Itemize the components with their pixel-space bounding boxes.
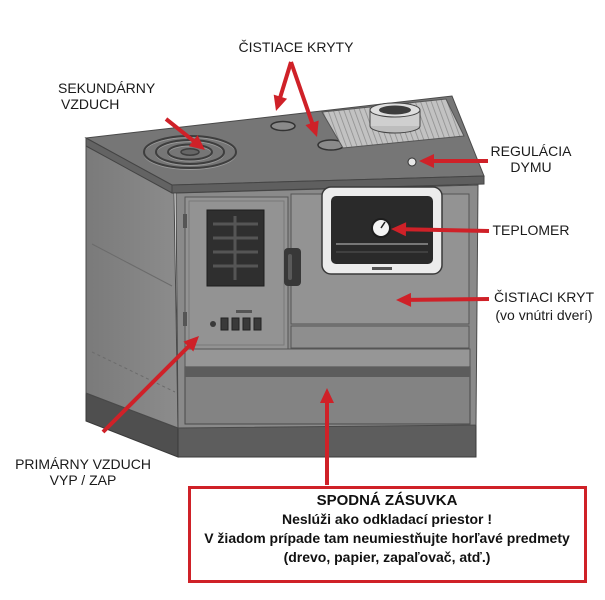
firebox-hinge: [183, 312, 187, 326]
arrow-cleaning-covers-left: [273, 61, 293, 111]
arrow-primary-air-head: [183, 336, 199, 352]
firebox-door-handle: [284, 248, 301, 286]
arrow-thermometer-head: [391, 222, 407, 237]
cleaning-cover-rear: [270, 120, 296, 132]
label-smoke-regulation-line1: REGULÁCIA: [491, 143, 573, 159]
arrow-primary-air-shaft: [101, 343, 192, 434]
warning-box-group: SPODNÁ ZÁSUVKA Neslúži ako odkladací pri…: [188, 486, 587, 583]
top-plate-left-edge: [85, 137, 173, 194]
bottom-drawer-recess: [185, 367, 470, 377]
label-cleaning-cover-line2: (vo vnútri dverí): [495, 307, 592, 323]
oven-lower-panel: [290, 325, 470, 349]
arrow-cleaning-cover-head: [396, 292, 412, 307]
hot-plate-ring-inner: [167, 143, 213, 161]
arrow-cleaning-covers-left-shaft: [277, 61, 293, 100]
warning-box: [188, 486, 587, 583]
firebox-hinge: [183, 214, 187, 228]
label-secondary-air-line1: SEKUNDÁRNY: [58, 80, 156, 96]
arrow-thermometer: [391, 222, 490, 237]
label-smoke-regulation-line2: DYMU: [510, 159, 551, 175]
flue-opening: [379, 105, 411, 115]
thermometer-needle: [380, 221, 386, 229]
label-thermometer: TEPLOMER: [492, 222, 569, 238]
arrow-smoke-regulation: [419, 154, 488, 168]
hot-plate-center: [180, 148, 200, 156]
label-primary-air-line1: PRIMÁRNY VZDUCH: [15, 456, 151, 472]
arrow-primary-air: [101, 336, 199, 434]
smoke-regulation-knob: [407, 157, 417, 167]
warning-line: (drevo, papier, zapaľovač, atď.): [284, 549, 491, 565]
arrow-cleaning-covers-left-head: [273, 94, 288, 111]
primary-air-slot: [253, 317, 262, 331]
thermometer: [371, 218, 391, 238]
arrow-bottom-drawer-head: [320, 388, 334, 403]
callout-arrows: [101, 61, 490, 485]
oven-logo-plate: [372, 267, 392, 270]
arrow-smoke-regulation-head: [419, 154, 434, 168]
primary-air-slot: [231, 317, 240, 331]
primary-air-slot: [220, 317, 229, 331]
drawer-strip: [184, 348, 471, 368]
firebox-grill: [213, 216, 258, 280]
warning-title: SPODNÁ ZÁSUVKA: [317, 492, 458, 509]
flue-collar: [369, 102, 421, 134]
primary-air-indicator: [210, 321, 216, 327]
arrow-cleaning-covers-right: [289, 61, 319, 137]
labels: ČISTIACE KRYTY SEKUNDÁRNY VZDUCH REGULÁC…: [15, 39, 594, 488]
arrow-bottom-drawer: [320, 388, 334, 485]
firebox-door-handle-highlight: [288, 254, 292, 280]
label-primary-air-line2: VYP / ZAP: [50, 472, 117, 488]
arrow-secondary-air: [164, 117, 205, 150]
stove: [84, 95, 485, 458]
arrow-cleaning-cover: [396, 292, 490, 307]
label-cleaning-cover-line1: ČISTIACI KRYT: [494, 289, 595, 305]
warning-line: V žiadom prípade tam neumiestňujte horľa…: [204, 530, 570, 546]
label-secondary-air-line2: VZDUCH: [61, 96, 119, 112]
arrow-thermometer-shaft: [403, 227, 490, 233]
arrow-cleaning-cover-shaft: [408, 297, 490, 302]
primary-air-slot: [242, 317, 251, 331]
arrow-secondary-air-head: [188, 135, 205, 150]
arrow-secondary-air-shaft: [164, 117, 197, 144]
arrow-cleaning-covers-right-shaft: [289, 61, 315, 126]
firebox-logo-plate: [236, 310, 252, 313]
warning-line: Neslúži ako odkladací priestor !: [282, 511, 492, 527]
arrow-cleaning-covers-right-head: [305, 120, 319, 137]
side-panel-seam: [91, 243, 173, 287]
label-cleaning-covers: ČISTIACE KRYTY: [239, 39, 355, 55]
